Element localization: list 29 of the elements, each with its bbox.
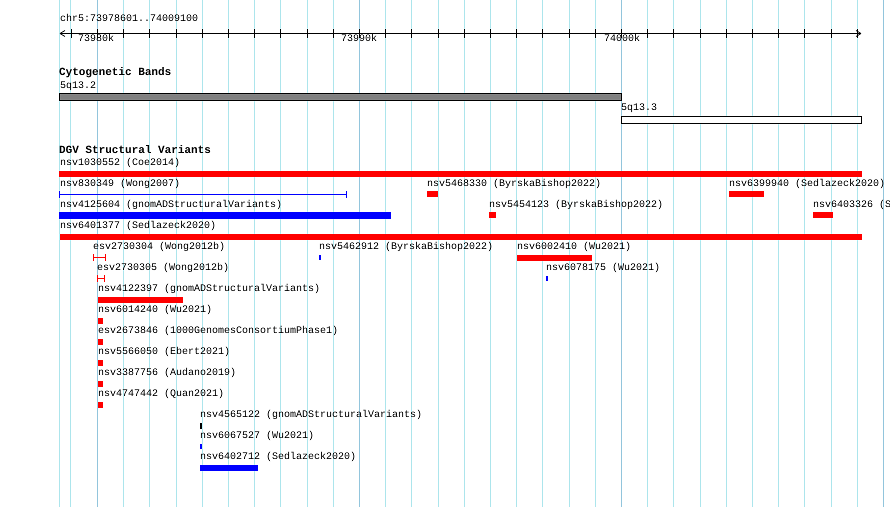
variant-label: nsv5566050 (Ebert2021) (98, 347, 230, 359)
track-heading: DGV Structural Variants (59, 145, 211, 157)
variant-label: esv2730304 (Wong2012b) (93, 242, 226, 254)
variant-label: nsv4122397 (gnomADStructuralVariants) (98, 284, 320, 296)
variant-label: nsv830349 (Wong2007) (60, 179, 180, 191)
variant-label: nsv5454123 (ByrskaBishop2022) (489, 200, 664, 212)
variant-label: nsv4125604 (gnomADStructuralVariants) (60, 200, 282, 212)
variant-label: nsv6401377 (Sedlazeck2020) (60, 221, 216, 233)
band-label: 5q13.3 (621, 103, 658, 115)
variant-label: nsv5462912 (ByrskaBishop2022) (319, 242, 494, 254)
region-title: chr5:73978601..74009100 (60, 14, 198, 26)
variant-label: nsv6078175 (Wu2021) (546, 263, 660, 275)
variant-label: esv2730305 (Wong2012b) (97, 263, 230, 275)
variant-label: esv2673846 (1000GenomesConsortiumPhase1) (98, 326, 338, 338)
variant-label: nsv4565122 (gnomADStructuralVariants) (200, 410, 422, 422)
variant-label: nsv4747442 (Quan2021) (98, 389, 224, 401)
variant-label: nsv3387756 (Audano2019) (98, 368, 236, 380)
axis-tick-label: 74000k (604, 34, 640, 46)
variant-label: nsv1030552 (Coe2014) (60, 158, 180, 170)
variant-label: nsv6014240 (Wu2021) (98, 305, 212, 317)
variant-label: nsv5468330 (ByrskaBishop2022) (427, 179, 602, 191)
variant-label: nsv6067527 (Wu2021) (200, 431, 314, 443)
band-label: 5q13.2 (60, 81, 96, 93)
axis-tick-label: 73980k (78, 34, 114, 46)
axis-tick-label: 73990k (341, 34, 378, 46)
variant-label: nsv6399940 (Sedlazeck2020) (729, 179, 886, 191)
variant-label: nsv6002410 (Wu2021) (517, 242, 632, 254)
track-heading: Cytogenetic Bands (59, 67, 172, 79)
variant-label: nsv6402712 (Sedlazeck2020) (200, 452, 356, 464)
